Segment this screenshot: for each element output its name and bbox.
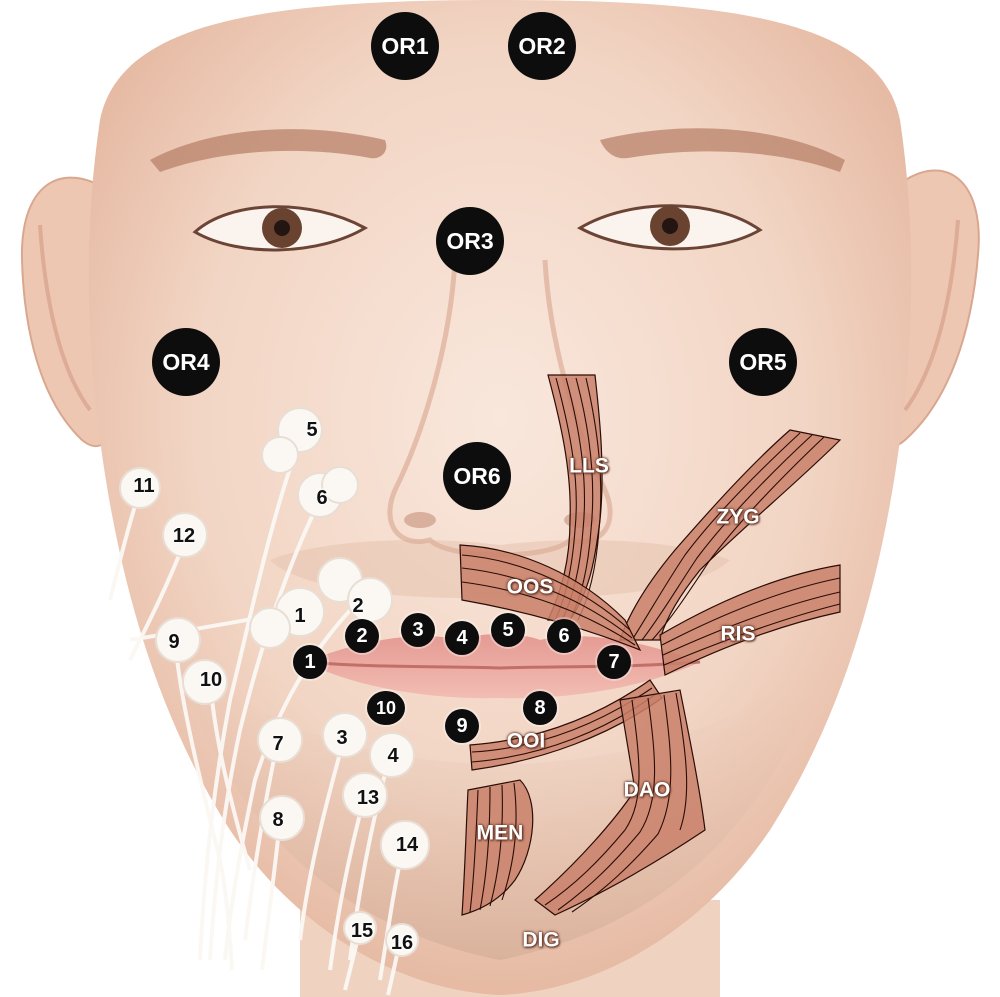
muscle-label-oos: OOS: [507, 577, 554, 598]
sensor-7-label: 7: [272, 734, 283, 754]
marker-point-10: 10: [367, 691, 405, 725]
reference-electrode-or5: OR5: [729, 328, 797, 396]
muscle-label-ooi: OOI: [507, 731, 546, 752]
sensor-6-label: 6: [316, 488, 327, 508]
reference-electrode-or6: OR6: [443, 442, 511, 510]
marker-point-2: 2: [345, 619, 379, 653]
muscle-label-lls: LLS: [569, 456, 609, 477]
marker-2-label: 2: [356, 625, 367, 648]
or6-label: OR6: [453, 463, 500, 490]
muscle-label-men: MEN: [477, 823, 524, 844]
reference-electrode-or2: OR2: [508, 12, 576, 80]
marker-5-label: 5: [502, 619, 513, 642]
or5-label: OR5: [739, 349, 786, 376]
sensor-10-label: 10: [200, 670, 222, 690]
marker-8-label: 8: [534, 697, 545, 720]
or3-label: OR3: [446, 228, 493, 255]
or2-label: OR2: [518, 33, 565, 60]
or4-label: OR4: [162, 349, 209, 376]
marker-6-label: 6: [558, 625, 569, 648]
marker-3-label: 3: [412, 619, 423, 642]
marker-point-8: 8: [523, 691, 557, 725]
or1-label: OR1: [381, 33, 428, 60]
muscle-label-dao: DAO: [624, 780, 671, 801]
sensor-15-label: 15: [351, 921, 373, 941]
marker-point-4: 4: [445, 621, 479, 655]
sensor-2-label: 2: [352, 596, 363, 616]
muscle-label-zyg: ZYG: [716, 507, 759, 528]
marker-point-7: 7: [597, 645, 631, 679]
sensor-3-label: 3: [336, 728, 347, 748]
marker-point-1: 1: [293, 645, 327, 679]
sensor-14-label: 14: [396, 835, 418, 855]
sensor-11-label: 11: [133, 476, 154, 496]
marker-9-label: 9: [456, 715, 467, 738]
sensor-8-label: 8: [272, 810, 283, 830]
marker-7-label: 7: [608, 651, 619, 674]
muscle-label-dig: DIG: [522, 930, 559, 951]
reference-electrode-or1: OR1: [371, 12, 439, 80]
marker-1-label: 1: [304, 651, 315, 674]
marker-10-label: 10: [376, 698, 396, 719]
sensor-4-label: 4: [387, 746, 398, 766]
sensor-9-label: 9: [168, 632, 179, 652]
marker-point-6: 6: [547, 619, 581, 653]
marker-point-5: 5: [491, 613, 525, 647]
sensor-5-label: 5: [306, 420, 317, 440]
muscle-label-ris: RIS: [720, 624, 755, 645]
marker-point-3: 3: [401, 613, 435, 647]
sensor-1-label: 1: [294, 606, 305, 626]
sensor-16-label: 16: [391, 933, 413, 953]
reference-electrode-or3: OR3: [436, 207, 504, 275]
sensor-12-label: 12: [173, 526, 195, 546]
marker-4-label: 4: [456, 627, 467, 650]
reference-electrode-or4: OR4: [152, 328, 220, 396]
sensor-13-label: 13: [357, 788, 379, 808]
marker-point-9: 9: [445, 709, 479, 743]
